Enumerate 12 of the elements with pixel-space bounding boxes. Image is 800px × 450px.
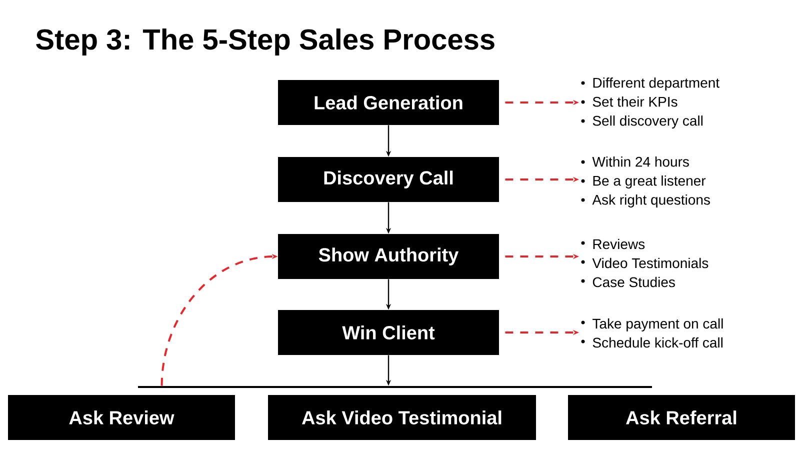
process-box: Show Authority: [278, 234, 499, 279]
bullet-list: Reviews Video Testimonials Case Studies: [592, 238, 708, 288]
process-box: Lead Generation: [278, 80, 499, 125]
bullet-list: Within 24 hours Be a great listener Ask right questions: [592, 156, 710, 208]
process-box: Discovery Call: [278, 157, 499, 202]
process-box: Win Client: [278, 310, 499, 355]
bullet-list: Take payment on call Schedule kick-off call: [592, 318, 723, 348]
process-box: Ask Review: [8, 395, 235, 440]
process-box: Ask Referral: [568, 395, 795, 440]
bullet-list: Different department Set their KPIs Sell discovery call: [592, 77, 720, 129]
process-box: Ask Video Testimonial: [268, 395, 536, 440]
title: Step 3: The 5-Step Sales Process: [36, 28, 494, 56]
